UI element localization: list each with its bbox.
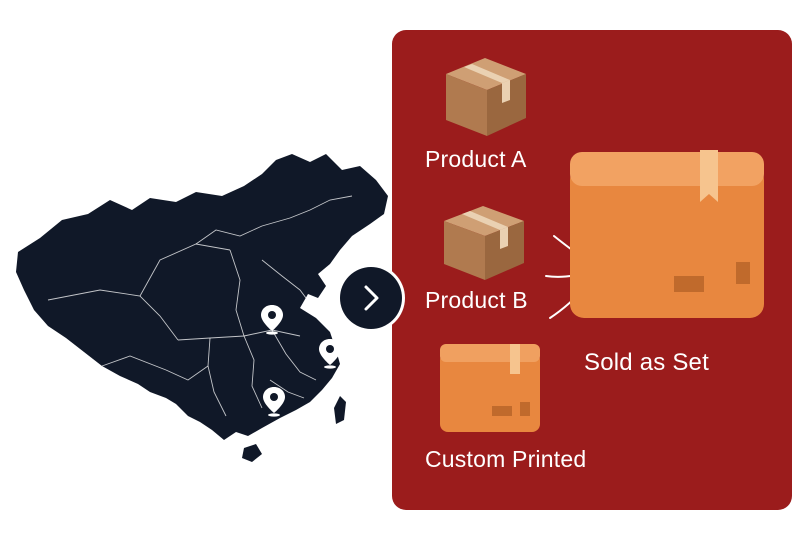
- location-pin-icon: [263, 387, 285, 417]
- location-pin-icon: [319, 339, 341, 369]
- sold-as-set-label: Sold as Set: [584, 349, 709, 376]
- hainan-island-shape: [242, 444, 262, 462]
- kraft-box-icon: [438, 200, 528, 284]
- location-pin-icon: [261, 305, 283, 335]
- china-map: [0, 140, 400, 480]
- next-arrow-button[interactable]: [340, 267, 402, 329]
- custom-printed-label: Custom Printed: [425, 446, 587, 472]
- chevron-right-icon: [364, 285, 379, 311]
- orange-box-icon: [436, 340, 546, 436]
- taiwan-island-shape: [334, 396, 346, 424]
- kraft-box-icon: [440, 52, 530, 140]
- product-b-label: Product B: [425, 287, 528, 313]
- product-a-label: Product A: [425, 146, 527, 172]
- location-markers: [261, 305, 341, 417]
- product-bundle-panel: Product A Product B Custom Printed: [392, 30, 792, 510]
- china-map-shape: [16, 154, 388, 440]
- province-borders: [47, 195, 353, 417]
- large-orange-box-icon: [564, 146, 770, 324]
